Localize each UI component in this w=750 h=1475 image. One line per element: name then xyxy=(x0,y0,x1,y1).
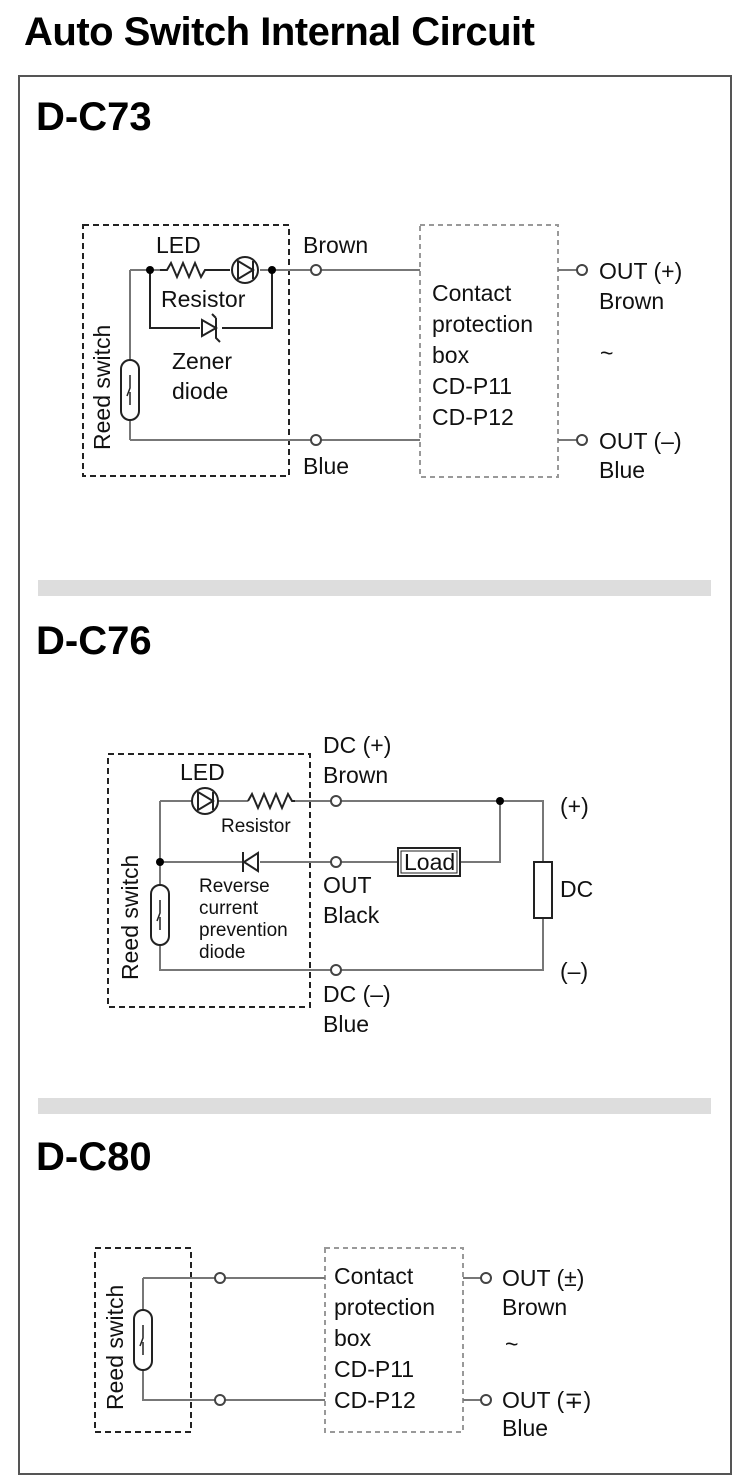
junction-dot xyxy=(268,266,276,274)
diode-label: Reverse xyxy=(199,876,270,897)
junction-dot xyxy=(496,797,504,805)
box-label: CD-P11 xyxy=(334,1356,414,1382)
tilde-label: ~ xyxy=(505,1331,518,1357)
terminal-out-pos xyxy=(480,1272,492,1284)
diode-label: current xyxy=(199,898,259,919)
wire-zener-branch xyxy=(149,270,273,329)
resistor-label: Resistor xyxy=(161,286,246,312)
diode-label: prevention xyxy=(199,920,288,941)
reed-switch-label: Reed switch xyxy=(89,325,115,450)
box-label: box xyxy=(334,1325,372,1351)
reed-switch-symbol xyxy=(150,884,170,946)
load-box xyxy=(397,847,461,877)
section-divider xyxy=(38,1098,711,1114)
out-color: Black xyxy=(323,902,380,928)
terminal-out-neg xyxy=(480,1394,492,1406)
out-pos-label: OUT (±) xyxy=(502,1265,584,1291)
brown-label: Brown xyxy=(303,232,368,258)
box-label: CD-P11 xyxy=(432,373,512,399)
section-d-c73: D-C73 LED xyxy=(36,95,682,483)
reed-switch-symbol xyxy=(133,1309,153,1371)
out-label: OUT xyxy=(323,872,372,898)
box-label: protection xyxy=(432,311,533,337)
dc-neg-color: Blue xyxy=(323,1011,369,1037)
resistor-symbol xyxy=(160,260,230,280)
wire-load xyxy=(460,801,501,863)
zener-diode-symbol xyxy=(201,313,221,343)
terminal-out-pos xyxy=(576,264,588,276)
out-neg-color: Blue xyxy=(502,1415,548,1441)
junction-dot xyxy=(156,858,164,866)
diode-symbol xyxy=(242,851,259,873)
zener-label: diode xyxy=(172,378,228,404)
wire xyxy=(463,1277,482,1401)
contact-protection-box xyxy=(324,1247,464,1433)
terminal-brown xyxy=(310,264,322,276)
zener-label: Zener xyxy=(172,348,232,374)
plus-label: (+) xyxy=(560,793,589,819)
minus-label: (–) xyxy=(560,958,588,984)
terminal-out-neg xyxy=(576,434,588,446)
terminal xyxy=(214,1394,226,1406)
page-title: Auto Switch Internal Circuit xyxy=(24,10,535,54)
resistor-label: Resistor xyxy=(221,816,291,837)
dc-pos-label: DC (+) xyxy=(323,732,391,758)
terminal-out xyxy=(330,856,342,868)
contact-protection-box xyxy=(419,224,559,478)
led-symbol xyxy=(191,787,219,815)
dc-source-symbol xyxy=(533,861,553,919)
out-pos-color: Brown xyxy=(599,288,664,314)
wire xyxy=(142,1277,325,1401)
reed-switch-enclosure xyxy=(107,753,311,1008)
out-pos-label: OUT (+) xyxy=(599,258,682,284)
terminal-dc-neg xyxy=(330,964,342,976)
box-label: Contact xyxy=(334,1263,414,1289)
tilde-label: ~ xyxy=(600,340,613,366)
led-label: LED xyxy=(180,759,225,785)
terminal-dc-pos xyxy=(330,795,342,807)
wire xyxy=(558,269,578,441)
box-label: box xyxy=(432,342,470,368)
section-title: D-C76 xyxy=(36,619,152,663)
section-d-c76: D-C76 xyxy=(36,619,593,1037)
terminal xyxy=(214,1272,226,1284)
resistor-symbol xyxy=(247,791,295,811)
dc-label: DC xyxy=(560,876,593,902)
blue-label: Blue xyxy=(303,453,349,479)
out-neg-color: Blue xyxy=(599,457,645,483)
led-label: LED xyxy=(156,232,201,258)
box-label: protection xyxy=(334,1294,435,1320)
section-divider xyxy=(38,580,711,596)
diode-label: diode xyxy=(199,942,246,963)
box-label: Contact xyxy=(432,280,512,306)
out-pos-color: Brown xyxy=(502,1294,567,1320)
junction-dot xyxy=(146,266,154,274)
dc-neg-label: DC (–) xyxy=(323,981,391,1007)
box-label: CD-P12 xyxy=(334,1387,416,1413)
section-title: D-C73 xyxy=(36,95,152,139)
dc-pos-color: Brown xyxy=(323,762,388,788)
box-label: CD-P12 xyxy=(432,404,514,430)
out-neg-label: OUT (∓) xyxy=(502,1387,591,1413)
wire-dc-pos xyxy=(160,800,544,862)
reed-switch-label: Reed switch xyxy=(117,855,143,980)
section-title: D-C80 xyxy=(36,1135,152,1179)
section-d-c80: D-C80 Reed switch Contact protection box… xyxy=(36,1135,591,1441)
reed-switch-label: Reed switch xyxy=(102,1285,128,1410)
terminal-blue xyxy=(310,434,322,446)
out-neg-label: OUT (–) xyxy=(599,428,682,454)
load-label: Load xyxy=(404,849,455,875)
reed-switch-symbol xyxy=(120,359,140,421)
led-symbol xyxy=(231,256,259,284)
reed-switch-enclosure xyxy=(82,224,290,477)
